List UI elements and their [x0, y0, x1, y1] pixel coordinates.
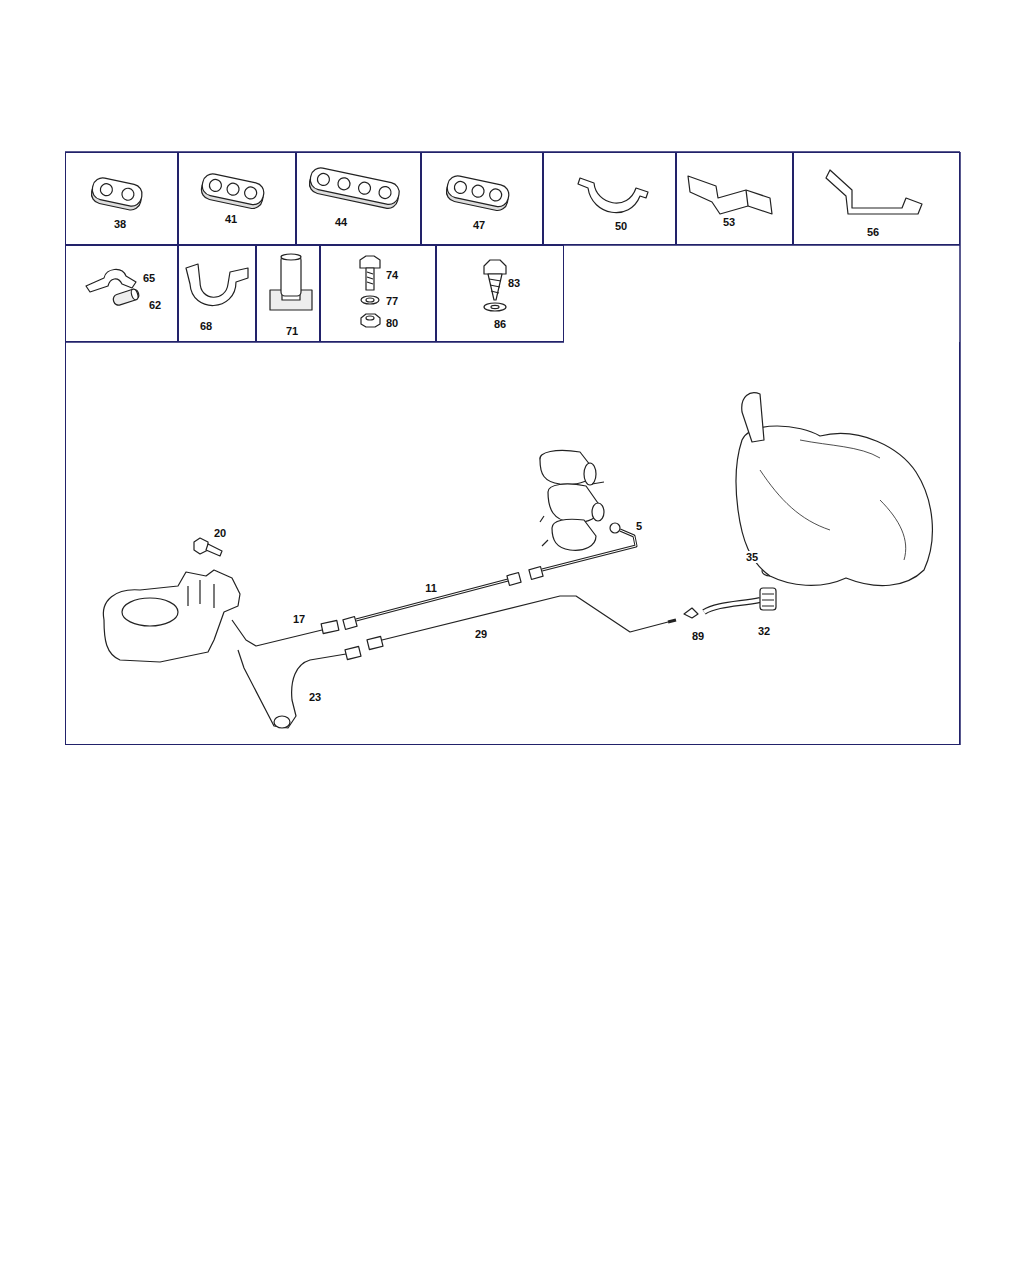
- callout-number: 38: [113, 218, 127, 230]
- callout-number: 41: [224, 213, 238, 225]
- callout-number: 44: [334, 216, 348, 228]
- callout-number: 29: [474, 628, 488, 640]
- callout-number: 32: [757, 625, 771, 637]
- callout-number: 71: [285, 325, 299, 337]
- callout-number: 80: [385, 317, 399, 329]
- callout-number: 68: [199, 320, 213, 332]
- callout-number: 53: [722, 216, 736, 228]
- part-cell: 41: [178, 152, 296, 245]
- callout-number: 62: [148, 299, 162, 311]
- part-cell: 65 62: [65, 245, 178, 342]
- callout-number: 5: [635, 520, 643, 532]
- callout-number: 89: [691, 630, 705, 642]
- callout-number: 11: [424, 582, 438, 594]
- callout-number: 83: [507, 277, 521, 289]
- callout-number: 35: [745, 551, 759, 563]
- part-cell: 68: [178, 245, 256, 342]
- callout-number: 74: [385, 269, 399, 281]
- part-cell: 47: [421, 152, 543, 245]
- illustration-panel: 20 5 11 35 17 29 89 32 23: [65, 342, 960, 745]
- part-cell: 50: [543, 152, 676, 245]
- part-cell: 38: [65, 152, 178, 245]
- callout-number: 77: [385, 295, 399, 307]
- callout-number: 47: [472, 219, 486, 231]
- callout-number: 50: [614, 220, 628, 232]
- part-cell: 83 86: [436, 245, 564, 342]
- callout-number: 56: [866, 226, 880, 238]
- callout-number: 17: [292, 613, 306, 625]
- callout-number: 86: [493, 318, 507, 330]
- part-cell: 53: [676, 152, 793, 245]
- part-cell: 71: [256, 245, 320, 342]
- callout-number: 65: [142, 272, 156, 284]
- callout-number: 23: [308, 691, 322, 703]
- part-cell: 44: [296, 152, 421, 245]
- callout-number: 20: [213, 527, 227, 539]
- part-cell: 56: [793, 152, 960, 245]
- part-cell: 74 77 80: [320, 245, 436, 342]
